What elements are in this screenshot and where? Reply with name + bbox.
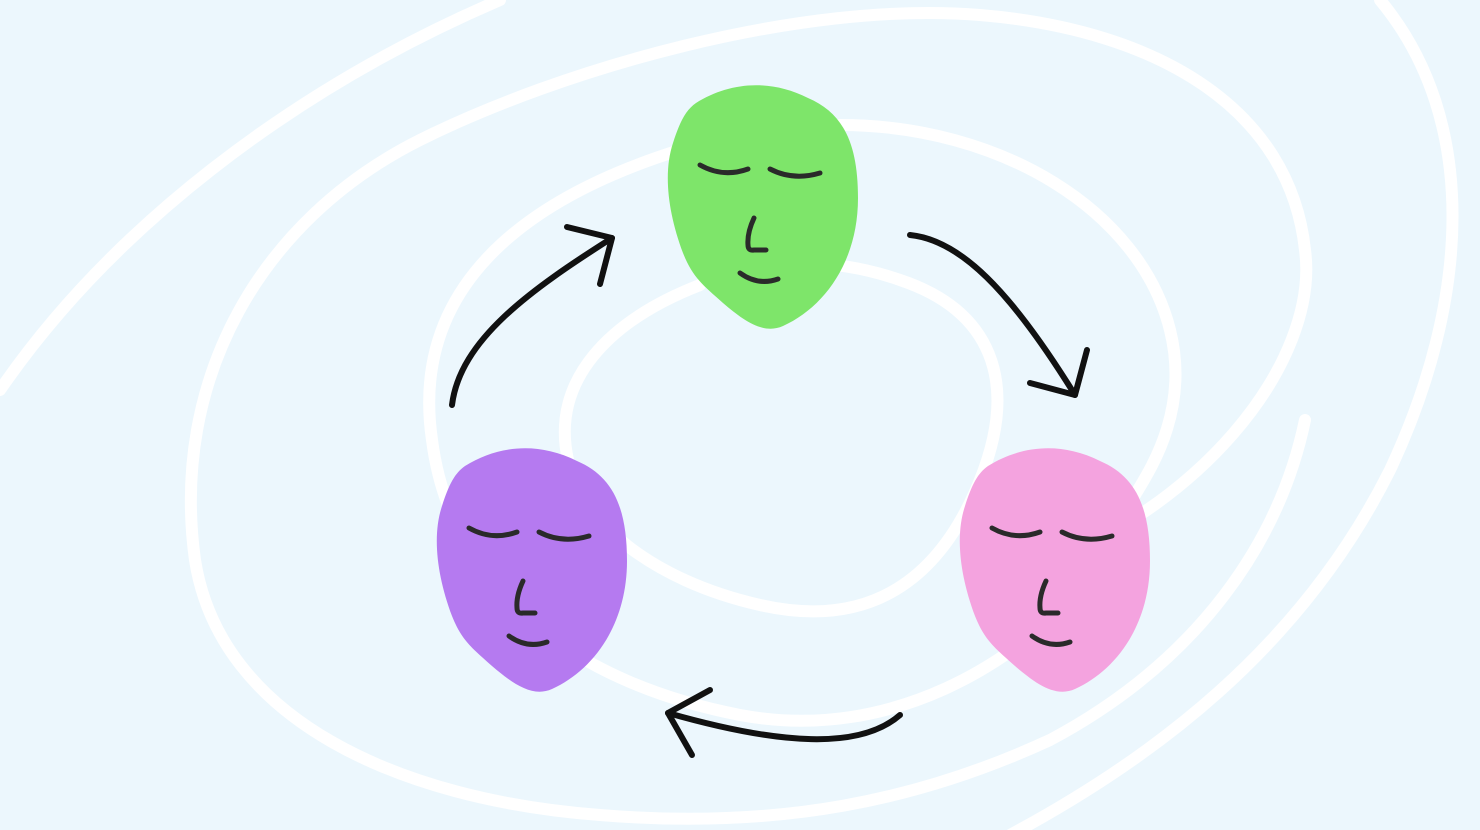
cycle-arrows <box>449 224 1090 758</box>
arrow-purple-to-green-icon <box>449 224 615 408</box>
swirl-outer <box>184 6 1313 825</box>
arrow-pink-to-purple-icon <box>665 687 903 758</box>
swirl-far-right <box>1006 0 1459 830</box>
swirl-middle-right <box>834 119 1182 501</box>
swirl-far-left <box>0 0 506 396</box>
arrow-green-to-pink-icon <box>907 232 1090 398</box>
swirl-inner <box>558 256 1004 618</box>
